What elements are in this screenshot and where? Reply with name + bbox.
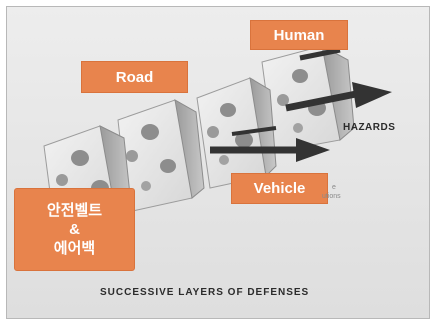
label-vehicle: Vehicle bbox=[231, 173, 328, 204]
label-road: Road bbox=[81, 61, 188, 93]
label-human: Human bbox=[250, 20, 348, 50]
hazard-arrow-upper bbox=[299, 47, 341, 61]
hazard-arrow-middle bbox=[210, 138, 330, 162]
label-airbag: 에어백 bbox=[53, 240, 96, 257]
label-seatbelt-airbag: 안전벨트 & 에어백 bbox=[14, 188, 135, 271]
hazard-arrow-lower bbox=[231, 126, 277, 136]
partial-text-2: utions bbox=[322, 193, 341, 200]
label-seatbelt: 안전벨트 bbox=[46, 202, 103, 219]
label-ampersand: & bbox=[69, 221, 80, 238]
footer-caption: SUCCESSIVE LAYERS OF DEFENSES bbox=[100, 287, 310, 298]
partial-text-1: e bbox=[332, 184, 336, 191]
hazard-arrow-top bbox=[285, 82, 392, 112]
hazards-caption: HAZARDS bbox=[343, 122, 396, 133]
